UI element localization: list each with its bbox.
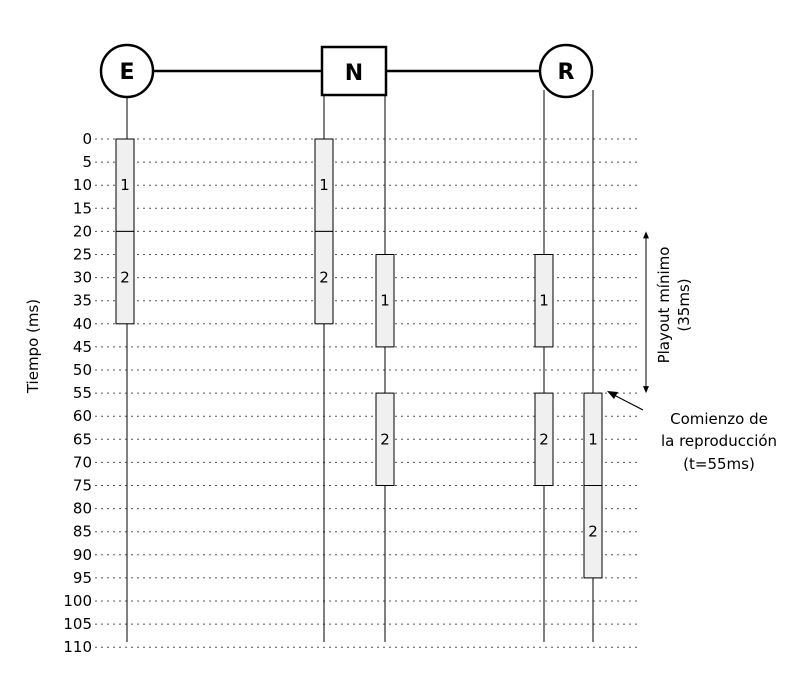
playout-arrow-head-bottom [643,386,649,394]
packet-label: 2 [588,523,598,541]
tick-label: 70 [73,453,92,471]
packet-label: 1 [539,292,549,310]
tick-label: 5 [82,153,92,171]
timelines [126,90,594,642]
node-network: N [320,45,388,97]
tick-label: 45 [73,338,92,356]
packet-label: 1 [380,292,390,310]
packet-label: 1 [588,430,598,448]
tick-label: 35 [73,292,92,310]
packets: 1 2 1 2 1 2 1 2 1 2 [115,138,603,579]
packet-box [314,230,334,325]
packet-label: 1 [319,176,329,194]
tick-label: 0 [82,130,92,148]
start-annotation: Comienzo de la reproducción (t=55ms) [607,391,777,473]
tick-label: 55 [73,384,92,402]
packet-label: 2 [120,269,130,287]
node-receiver: R [538,43,594,99]
playout-bracket: Playout mínimo (35ms) [643,231,693,394]
tick-label: 20 [73,222,92,240]
packet-box [583,485,603,579]
tick-label: 95 [73,569,92,587]
playout-label-line2: (35ms) [675,278,693,331]
tick-labels: 0 5 10 15 20 25 30 35 40 45 50 55 60 65 70 75 80 85 90 95 10… [63,130,92,656]
playout-label-line1: Playout mínimo [655,247,673,364]
tick-label: 60 [73,407,92,425]
tick-label: 105 [63,615,92,633]
start-arrow-head [607,391,618,399]
gridlines [95,138,638,648]
tick-label: 25 [73,246,92,264]
tick-label: 30 [73,269,92,287]
node-network-label: N [345,61,363,86]
packet-box [534,392,554,487]
node-receiver-label: R [558,60,575,85]
start-arrow-line [613,394,644,411]
tick-label: 15 [73,199,92,217]
packet-label: 1 [120,176,130,194]
y-axis-label: Tiempo (ms) [24,299,42,394]
tick-label: 10 [73,176,92,194]
packet-box [375,392,395,487]
tick-label: 50 [73,361,92,379]
tick-label: 40 [73,315,92,333]
packet-box [375,254,395,348]
start-annotation-line1: Comienzo de [670,410,768,428]
tick-label: 85 [73,523,92,541]
tick-label: 65 [73,430,92,448]
playout-arrow-head-top [643,231,649,239]
node-emitter-label: E [119,60,134,85]
start-annotation-line3: (t=55ms) [683,455,755,473]
tick-label: 110 [63,638,92,656]
packet-box [115,230,135,325]
tick-label: 90 [73,546,92,564]
packet-label: 2 [380,430,390,448]
packet-label: 2 [319,269,329,287]
packet-label: 2 [539,430,549,448]
tick-label: 100 [63,592,92,610]
tick-label: 75 [73,477,92,495]
start-annotation-line2: la reproducción [661,432,777,450]
node-emitter: E [99,43,155,99]
packet-box [534,254,554,348]
tick-label: 80 [73,500,92,518]
